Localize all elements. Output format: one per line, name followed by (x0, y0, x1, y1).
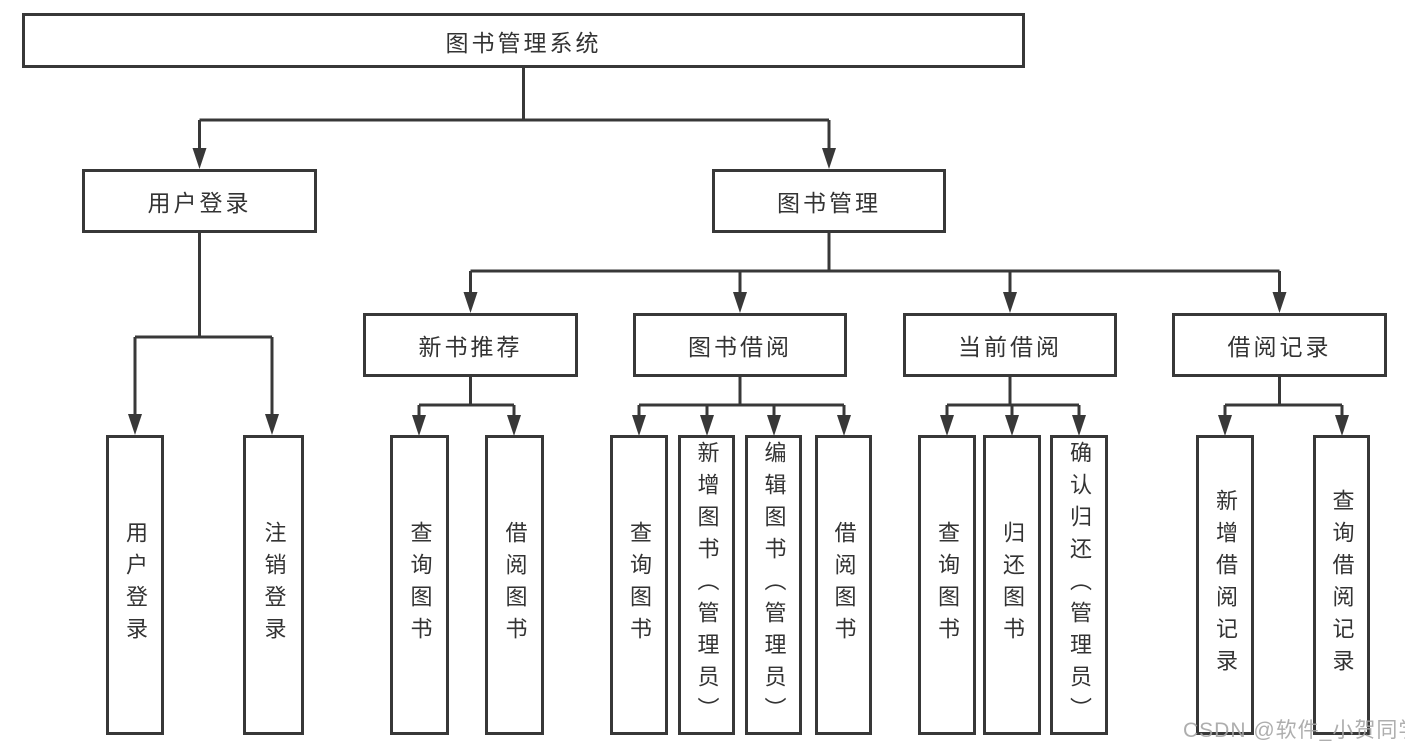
leaf-label: 编辑图书（管理员） (761, 441, 787, 729)
connector-book-management-to-level2 (463, 233, 1287, 313)
node-current-borrow: 当前借阅 (903, 313, 1117, 377)
leaf-label: 新增借阅记录 (1213, 489, 1238, 681)
node-user-login: 用户登录 (82, 169, 317, 233)
leaf-add-borrow-record: 新增借阅记录 (1196, 435, 1254, 735)
leaf-edit-book-admin: 编辑图书（管理员） (745, 435, 802, 735)
connector-borrow-records-to-leaves (1218, 377, 1349, 436)
leaf-confirm-return-admin: 确认归还（管理员） (1050, 435, 1108, 735)
leaf-borrow-book-recommend: 借阅图书 (485, 435, 544, 735)
leaf-return-book: 归还图书 (983, 435, 1041, 735)
node-borrow-records: 借阅记录 (1172, 313, 1387, 377)
node-root-library-system: 图书管理系统 (22, 13, 1025, 68)
leaf-label: 注销登录 (261, 521, 287, 649)
leaf-query-book-borrow: 查询图书 (610, 435, 668, 735)
leaf-label: 确认归还（管理员） (1067, 441, 1092, 729)
connector-root-to-level1 (192, 68, 836, 169)
node-new-book-recommend: 新书推荐 (363, 313, 578, 377)
leaf-logout: 注销登录 (243, 435, 304, 735)
leaf-label: 借阅图书 (502, 521, 528, 649)
leaf-label: 查询借阅记录 (1329, 489, 1355, 681)
connector-user-login-to-leaves (128, 233, 279, 435)
node-book-management: 图书管理 (712, 169, 946, 233)
leaf-label: 归还图书 (1000, 521, 1025, 649)
leaf-label: 借阅图书 (831, 521, 857, 649)
leaf-user-login: 用户登录 (106, 435, 164, 735)
connector-new-book-to-leaves (412, 377, 521, 436)
connector-book-borrow-to-leaves (632, 377, 851, 436)
leaf-borrow-book: 借阅图书 (815, 435, 872, 735)
leaf-query-book-current: 查询图书 (918, 435, 976, 735)
leaf-label: 查询图书 (935, 521, 960, 649)
leaf-label: 用户登录 (123, 521, 148, 649)
leaf-add-book-admin: 新增图书（管理员） (678, 435, 735, 735)
csdn-watermark: CSDN @软件_小贺同学 (1183, 719, 1405, 742)
leaf-label: 查询图书 (627, 521, 652, 649)
connector-current-borrow-to-leaves (940, 377, 1086, 436)
leaf-query-borrow-record: 查询借阅记录 (1313, 435, 1370, 735)
leaf-label: 新增图书（管理员） (694, 441, 720, 729)
leaf-label: 查询图书 (407, 521, 433, 649)
node-book-borrow: 图书借阅 (633, 313, 847, 377)
leaf-query-book-recommend: 查询图书 (390, 435, 449, 735)
